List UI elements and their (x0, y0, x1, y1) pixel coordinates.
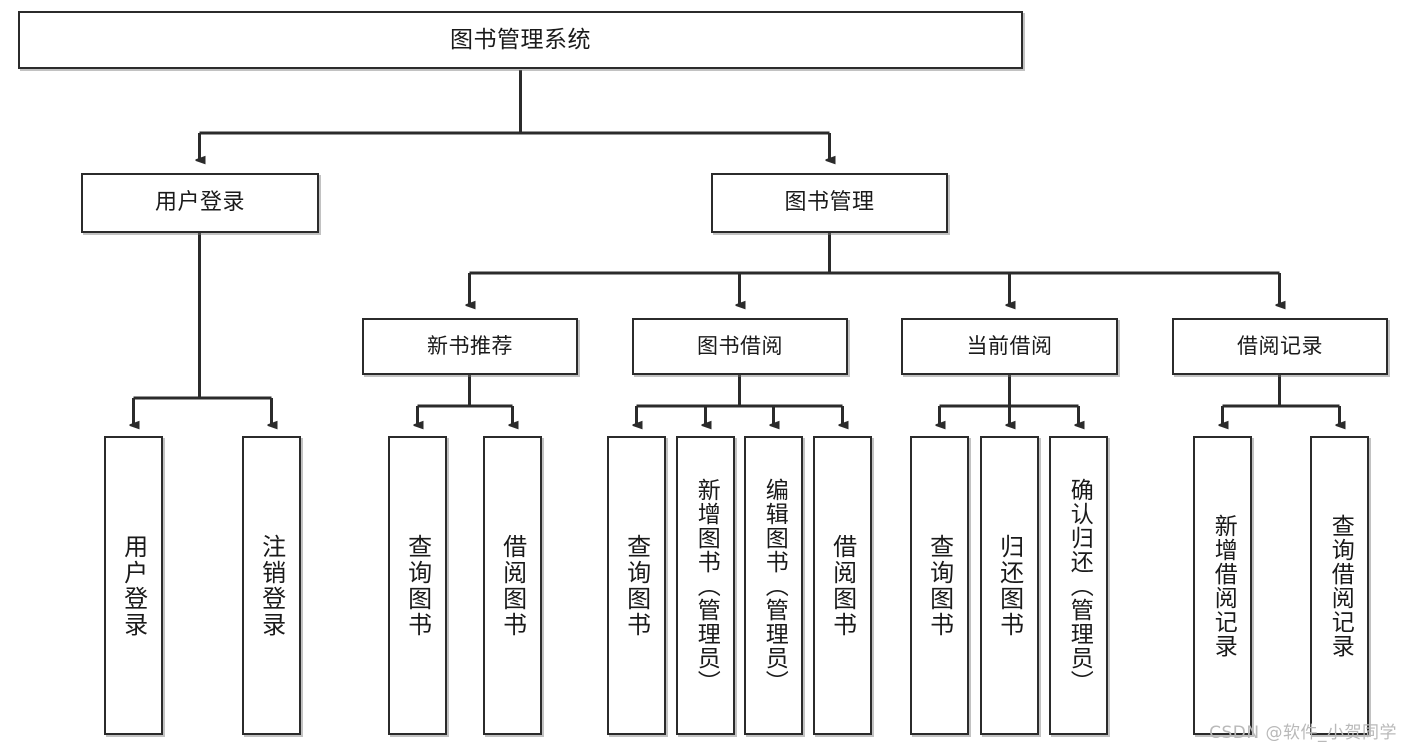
node-label: 确认归还（管理员） (1066, 477, 1093, 694)
node-label: 新书推荐 (427, 334, 513, 359)
leaf-confirm-return-admin[interactable]: 确认归还（管理员） (1049, 436, 1108, 735)
node-new-book-recommend[interactable]: 新书推荐 (362, 318, 578, 375)
leaf-query-book-1[interactable]: 查询图书 (388, 436, 447, 735)
leaf-return-book[interactable]: 归还图书 (980, 436, 1039, 735)
leaf-query-borrow-record[interactable]: 查询借阅记录 (1310, 436, 1369, 735)
leaf-add-book-admin[interactable]: 新增图书（管理员） (676, 436, 735, 735)
node-label: 查询借阅记录 (1327, 513, 1354, 658)
node-root[interactable]: 图书管理系统 (18, 11, 1023, 69)
node-label: 借阅图书 (828, 533, 857, 638)
leaf-query-book-2[interactable]: 查询图书 (607, 436, 666, 735)
node-book-management[interactable]: 图书管理 (711, 173, 948, 233)
node-label: 查询图书 (622, 533, 651, 638)
node-label: 注销登录 (257, 533, 286, 638)
node-label: 编辑图书（管理员） (761, 477, 788, 694)
node-label: 查询图书 (403, 533, 432, 638)
node-label: 当前借阅 (966, 334, 1053, 359)
leaf-query-book-3[interactable]: 查询图书 (910, 436, 969, 735)
watermark: CSDN @软件_小贺同学 (1209, 723, 1397, 743)
leaf-borrow-book-2[interactable]: 借阅图书 (813, 436, 872, 735)
leaf-edit-book-admin[interactable]: 编辑图书（管理员） (744, 436, 803, 735)
node-label: 借阅图书 (498, 533, 527, 638)
node-label: 查询图书 (925, 533, 954, 638)
leaf-user-login[interactable]: 用户登录 (104, 436, 163, 735)
node-label: 用户登录 (154, 190, 245, 216)
node-label: 新增图书（管理员） (693, 477, 720, 694)
leaf-add-borrow-record[interactable]: 新增借阅记录 (1193, 436, 1252, 735)
leaf-logout[interactable]: 注销登录 (242, 436, 301, 735)
node-label: 图书借阅 (697, 334, 783, 359)
node-user-login[interactable]: 用户登录 (81, 173, 319, 233)
node-book-borrow[interactable]: 图书借阅 (632, 318, 848, 375)
node-label: 用户登录 (119, 533, 148, 638)
node-current-borrow[interactable]: 当前借阅 (901, 318, 1118, 375)
node-label: 图书管理系统 (450, 26, 591, 53)
node-label: 图书管理 (784, 190, 875, 216)
leaf-borrow-book-1[interactable]: 借阅图书 (483, 436, 542, 735)
node-borrow-record[interactable]: 借阅记录 (1172, 318, 1388, 375)
node-label: 借阅记录 (1237, 334, 1323, 359)
node-label: 归还图书 (995, 533, 1024, 638)
node-label: 新增借阅记录 (1210, 513, 1237, 658)
